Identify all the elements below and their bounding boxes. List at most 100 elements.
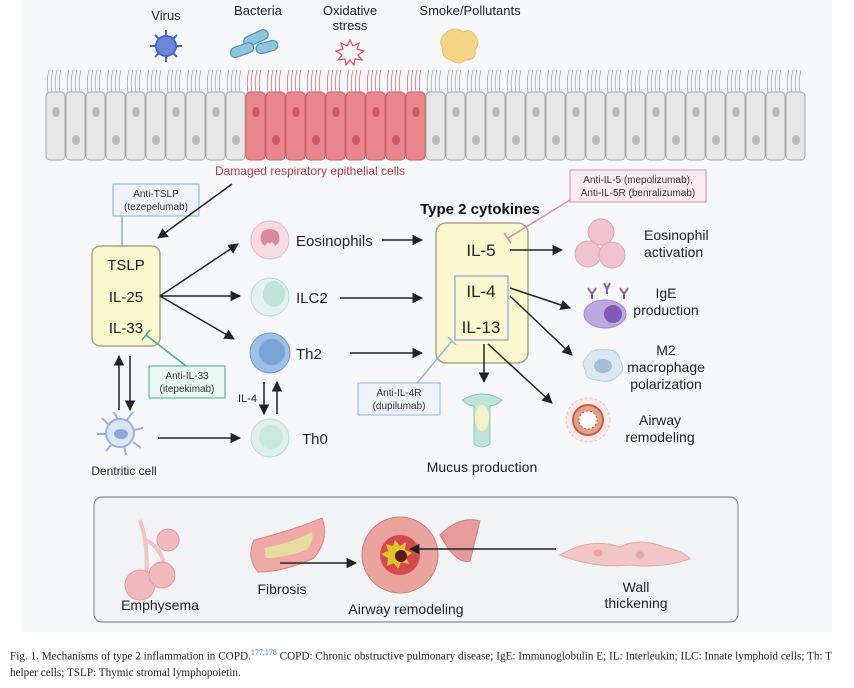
airway-remodeling-label: Airway remodeling [348, 601, 463, 617]
virus-label: Virus [151, 8, 181, 23]
plasma-cell-ige-icon [583, 282, 629, 329]
damaged-epithelial-cell [285, 91, 306, 161]
dendritic-cell-label: Dentritic cell [91, 464, 156, 478]
caption-text: COPD: Chronic obstructive pulmonary dise… [10, 650, 832, 679]
cell-nucleus [212, 107, 220, 117]
anti-il4r-line2: (dupilumab) [373, 401, 426, 412]
trigger-virus: Virus [150, 8, 182, 62]
alarmin-tslp: TSLP [107, 257, 145, 274]
cell-nucleus [92, 107, 100, 117]
cilia [486, 69, 502, 93]
damaged-epithelial-cell [365, 91, 386, 161]
wall-thickening-label-2: thickening [604, 595, 667, 611]
cilia [666, 69, 682, 93]
cilia [226, 69, 242, 93]
caption-refs[interactable]: 177,178 [250, 648, 277, 657]
cilia [186, 69, 202, 93]
smoke-label: Smoke/Pollutants [419, 3, 521, 18]
anti-il4r-box: Anti-IL-4R (dupilumab) [357, 336, 457, 416]
anti-il33-line1: Anti-IL-33 [165, 371, 209, 382]
cell-nucleus [572, 107, 580, 117]
il4-arrow-label: IL-4 [238, 393, 257, 405]
goblet-cell-icon [461, 393, 503, 448]
epithelial-cell [485, 91, 506, 161]
cell-nucleus [172, 107, 180, 117]
il4-to-m2-arrow [509, 295, 573, 356]
epithelial-cell [685, 91, 706, 161]
cytokine-il5: IL-5 [466, 241, 495, 260]
cell-nucleus [552, 135, 560, 145]
cell-nucleus [332, 107, 340, 117]
eosinophils-label: Eosinophils [296, 233, 373, 250]
epithelial-cell [725, 91, 746, 161]
epithelial-cell [125, 91, 146, 161]
cilia [686, 69, 702, 93]
cell-nucleus [192, 135, 200, 145]
anti-il5-box: Anti-IL-5 (mepolizumab), Anti-IL-5R (ben… [503, 169, 707, 244]
cell-nucleus [532, 107, 540, 117]
smooth-muscle-cells-icon [558, 541, 691, 567]
epithelial-cell [625, 91, 646, 161]
cell-nucleus [752, 135, 760, 145]
anti-il33-line2: (itepekimab) [159, 384, 214, 395]
diagram-canvas: Virus Bacteria Oxidative stress Smoke/Po… [45, 3, 806, 623]
cilia [566, 69, 582, 93]
cell-nucleus [592, 135, 600, 145]
bacteria-label: Bacteria [234, 3, 282, 18]
epithelial-cell [205, 91, 226, 161]
trigger-smoke: Smoke/Pollutants [419, 3, 521, 64]
cilia [446, 69, 462, 93]
airway-label-2: remodeling [625, 429, 694, 445]
cell-nucleus [272, 135, 280, 145]
epithelial-cell [565, 91, 586, 161]
il4-to-ige-arrow [509, 287, 571, 310]
activated-eosinophils-icon [574, 218, 626, 269]
cilia [46, 69, 62, 93]
cilia [306, 69, 322, 93]
m2-label-2: macrophage [627, 359, 705, 375]
cell-nucleus [392, 135, 400, 145]
cilia [366, 69, 382, 93]
epithelial-cell [745, 91, 766, 161]
cell-nucleus [412, 107, 420, 117]
cilia [206, 69, 222, 93]
epithelial-cell [785, 91, 806, 161]
eosinophil-cell-icon [250, 220, 290, 260]
epithelial-cell [705, 91, 726, 161]
ilc2-cell-icon [250, 277, 290, 317]
alarmin-to-eosinophil-arrow [159, 243, 239, 297]
cell-nucleus [692, 107, 700, 117]
il13-to-airway-arrow [487, 343, 553, 404]
cell-nucleus [72, 135, 80, 145]
epithelium-layer [45, 69, 806, 161]
cell-nucleus [432, 135, 440, 145]
airway-remodeling-icon [361, 516, 481, 594]
trigger-bacteria: Bacteria [229, 3, 283, 58]
cell-nucleus [252, 107, 260, 117]
cell-nucleus [232, 135, 240, 145]
mucus-production-label: Mucus production [427, 459, 538, 475]
il4-il13-group [454, 275, 509, 341]
ige-label-2: production [633, 302, 698, 318]
oxidative-label-2: stress [333, 18, 368, 33]
caption-title: Mechanisms of type 2 inflammation in COP… [41, 650, 251, 663]
oxidative-stress-icon [334, 38, 366, 67]
epithelial-cell [145, 91, 166, 161]
cilia [526, 69, 542, 93]
airway-cross-section-icon [565, 397, 611, 443]
damaged-epithelial-cell [385, 91, 406, 161]
cilia [126, 69, 142, 93]
epithelial-cell [85, 91, 106, 161]
fibrosis-icon [250, 517, 326, 573]
cilia [246, 69, 262, 93]
bacteria-icon [229, 29, 279, 58]
wall-thickening-label-1: Wall [623, 579, 650, 595]
cell-nucleus [152, 135, 160, 145]
anti-il4r-line1: Anti-IL-4R [376, 388, 421, 399]
cytokine-il4: IL-4 [466, 282, 495, 301]
epithelial-cell [425, 91, 446, 161]
cilia [546, 69, 562, 93]
figure-caption: Fig. 1. Mechanisms of type 2 inflammatio… [10, 645, 846, 681]
cell-nucleus [472, 135, 480, 145]
cilia [746, 69, 762, 93]
